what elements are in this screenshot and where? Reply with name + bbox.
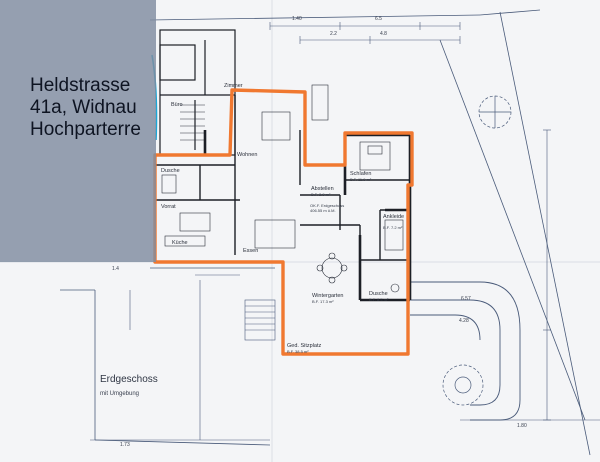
dimension-label: 2.2	[330, 31, 337, 37]
room-label-ankleide: Ankleide	[383, 214, 405, 220]
room-label-wintergarten: Wintergarten	[312, 293, 344, 299]
address-line-1: Heldstrasse	[30, 75, 131, 96]
apartment-outline	[153, 88, 414, 356]
room-label-buero: Büro	[171, 102, 183, 108]
title-overlay	[0, 0, 156, 262]
floor-title: Erdgeschoss	[100, 374, 158, 385]
dimension-lines	[90, 22, 600, 441]
room-label-wohnen: Wohnen	[237, 152, 258, 158]
room-label-schlafen: Schlafen	[350, 171, 372, 177]
dimension-label: 6.57	[461, 296, 471, 302]
room-label-dusche: Dusche	[161, 168, 180, 174]
room-label-dusche-2: Dusche	[369, 291, 388, 297]
dimension-label: 1.80	[517, 423, 527, 429]
floor-level-label: Hochparterre	[30, 119, 141, 140]
floor-subtitle: mit Umgebung	[100, 391, 140, 397]
elevation-note: 406.55 m ü.M.	[310, 208, 336, 213]
room-area-schlafen: B.F. 11.9 m²	[350, 177, 372, 182]
ramp-steps	[129, 274, 276, 440]
room-area-ankleide: B.F. 7.2 m²	[383, 225, 403, 230]
interior-walls-thick	[203, 130, 412, 302]
room-label-zimmer: Zimmer	[224, 83, 243, 89]
tree-symbol	[478, 95, 512, 129]
dimension-label: 4.28	[459, 318, 469, 324]
room-label-abstellen: Abstellen	[311, 186, 334, 192]
dimension-label: 6.5	[375, 16, 382, 22]
room-area-abstellen: B.F. 3.9 m²	[311, 192, 331, 197]
dimension-label: 4.8	[380, 31, 387, 37]
room-area-sitzplatz: B.F. 38.5 m²	[287, 349, 309, 354]
room-label-kueche: Küche	[172, 240, 188, 246]
stair-lines	[180, 104, 205, 141]
tree-symbol	[442, 364, 484, 406]
floor-level-note: OK.F. Erdgeschoss	[310, 203, 345, 208]
room-label-vorrat: Vorrat	[161, 204, 176, 210]
dimension-label: 1.73	[120, 442, 130, 448]
room-area-wintergarten: B.F. 17.3 m²	[312, 299, 334, 304]
driveway	[410, 281, 521, 421]
room-label-sitzplatz: Ged. Sitzplatz	[287, 343, 322, 349]
site-boundary	[60, 9, 591, 456]
interior-walls-upper	[159, 29, 236, 156]
room-label-essen: Essen	[243, 248, 259, 254]
room-area-dusche-2: B.F. 8.5 m²	[369, 297, 389, 302]
address-line-2: 41a, Widnau	[30, 97, 137, 118]
dimension-label: 1.40	[292, 16, 302, 22]
dimension-label: 1.4	[112, 266, 119, 272]
furniture	[161, 84, 404, 293]
